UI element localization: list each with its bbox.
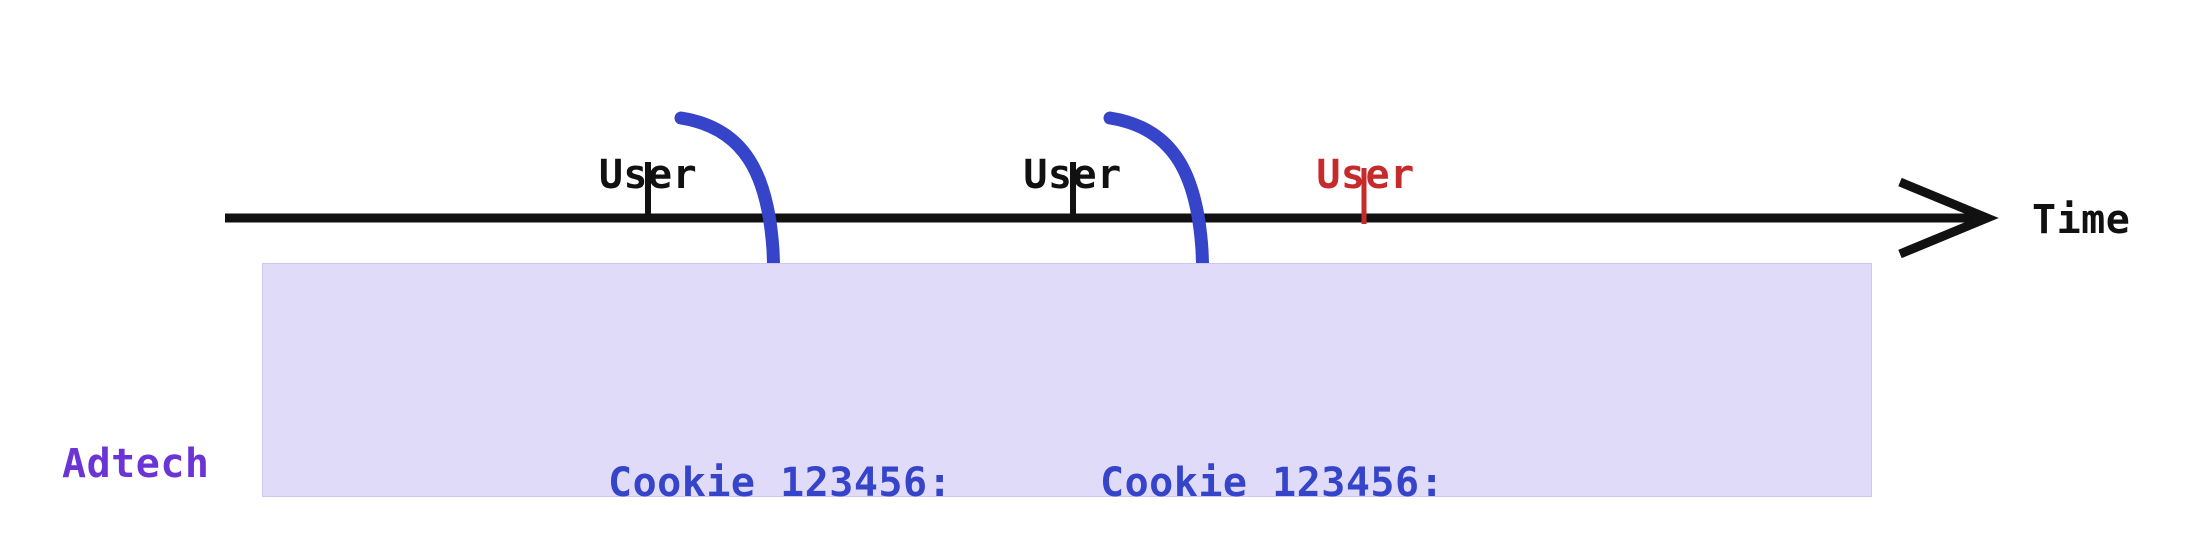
adtech-server-panel	[262, 263, 1872, 497]
timeline-arrowhead-icon	[1898, 177, 1999, 259]
adtech-server-label-line1: Adtech	[62, 441, 210, 487]
log-entry-ad-clicked: Cookie 123456: Ad clicked	[608, 348, 1048, 534]
log-entry-converted-line1: Cookie 123456:	[1100, 460, 1445, 506]
log-entry-converted: Cookie 123456: Converted	[1100, 348, 1540, 534]
adtech-server-label: Adtech server	[62, 334, 262, 534]
event-label-conversion-line1: User	[1023, 152, 1122, 198]
event-label-clears-data-line1: User	[1316, 152, 1415, 198]
log-entry-ad-clicked-line1: Cookie 123456:	[608, 460, 953, 506]
axis-label-time: Time	[2032, 197, 2131, 243]
event-label-ad-click-line1: User	[598, 152, 698, 198]
